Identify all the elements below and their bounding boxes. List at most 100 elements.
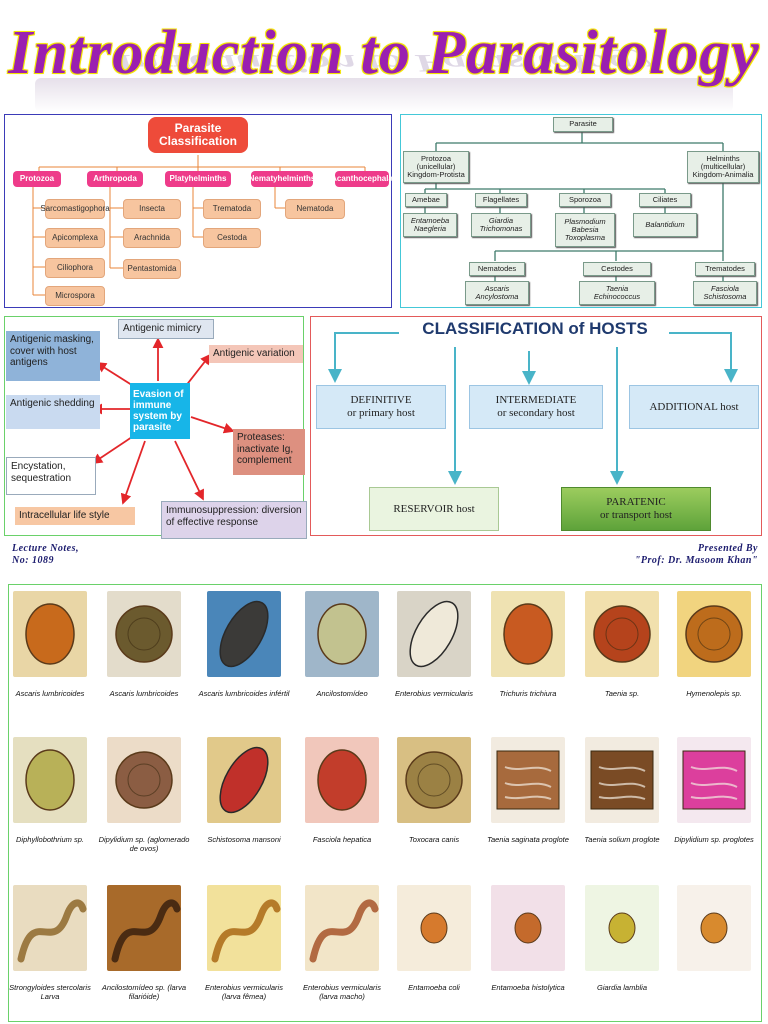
taxonomy-tree-panel: Parasite Protozoa (unicellular) Kingdom-…	[400, 114, 762, 308]
specimen-image	[107, 737, 181, 823]
specimen-drawing	[590, 750, 654, 810]
protozoa-item: Microspora	[45, 286, 105, 306]
immune-evasion-panel: Evasion of immune system by parasite Ant…	[4, 316, 307, 539]
tree-helminth-example: Fasciola Schistosoma	[693, 281, 757, 305]
host-paratenic: PARATENIC or transport host	[561, 487, 711, 531]
specimen-caption: Taenia sp.	[604, 689, 640, 698]
tree-helminths: Helminths (multicellular) Kingdom-Animal…	[687, 151, 759, 183]
tree-helminth-nematodes: Nematodes	[469, 262, 525, 276]
specimen-image	[585, 885, 659, 971]
tree-helminth-cestodes: Cestodes	[583, 262, 651, 276]
specimen-image	[13, 591, 87, 677]
protozoa-item: Sarcomastigophora	[40, 199, 110, 219]
specimen-drawing	[685, 605, 743, 663]
title-banner: Introduction to Parasitology Introductio…	[0, 0, 768, 112]
specimen-caption: Ancilostomídeo sp. (larva filarióide)	[101, 983, 187, 1001]
specimen-caption: Hymenolepis sp.	[686, 689, 742, 698]
specimen-caption: Giardia lamblia	[596, 983, 648, 992]
platy-item: Cestoda	[203, 228, 261, 248]
specimen-drawing	[514, 912, 542, 944]
specimen-drawing	[593, 605, 651, 663]
specimen-image	[207, 591, 281, 677]
specimen-caption: Dipylidium sp. (aglomerado de ovos)	[98, 835, 190, 853]
evasion-proteases: Proteases: inactivate Ig, complement	[233, 429, 305, 475]
host-intermediate: INTERMEDIATE or secondary host	[469, 385, 603, 429]
specimen-image	[207, 885, 281, 971]
evasion-antigenic-variation: Antigenic variation	[209, 345, 303, 363]
title-shadow-band	[35, 78, 733, 112]
specimen-image	[491, 885, 565, 971]
specimen-caption: Fasciola hepatica	[312, 835, 372, 844]
evasion-encystation: Encystation, sequestration	[6, 457, 96, 495]
specimen-drawing	[700, 912, 728, 944]
group-protozoa: Protozoa	[13, 171, 61, 187]
specimen-image	[207, 737, 281, 823]
group-acanthocephala: Acanthocephala	[331, 171, 393, 187]
specimen-drawing	[219, 600, 269, 668]
specimen-image	[305, 885, 379, 971]
specimen-image	[677, 591, 751, 677]
specimen-drawing	[503, 603, 553, 665]
specimen-gallery: Ascaris lumbricoides Ascaris lumbricoides…	[8, 584, 762, 1022]
specimen-drawing	[420, 912, 448, 944]
classification-root: Parasite Classification	[148, 117, 248, 153]
specimen-drawing	[317, 749, 367, 811]
tree-class-amebae: Amebae	[405, 193, 447, 207]
host-reservoir: RESERVOIR host	[369, 487, 499, 531]
tree-connectors	[424, 131, 724, 281]
tree-example-sporozoa: Plasmodium Babesia Toxoplasma	[555, 213, 615, 247]
tree-protozoa: Protozoa (unicellular) Kingdom-Protista	[403, 151, 469, 183]
specimen-drawing	[111, 899, 181, 963]
tree-class-sporozoa: Sporozoa	[559, 193, 611, 207]
specimen-caption: Schistosoma mansoni	[207, 835, 281, 844]
protozoa-item: Apicomplexa	[45, 228, 105, 248]
specimen-caption: Enterobius vermicularis (larva fêmea)	[205, 983, 283, 1001]
evasion-center: Evasion of immune system by parasite	[130, 383, 190, 439]
page-title: Introduction to Parasitology	[8, 19, 760, 87]
tree-example-amebae: Entamoeba Naegleria	[403, 213, 457, 237]
specimen-caption: Enterobius vermicularis (larva macho)	[303, 983, 381, 1001]
specimen-image	[107, 591, 181, 677]
specimen-image	[305, 737, 379, 823]
evasion-immunosuppression: Immunosuppression: diversion of effectiv…	[161, 501, 307, 539]
host-definitive: DEFINITIVE or primary host	[316, 385, 446, 429]
tree-class-flagellates: Flagellates	[475, 193, 527, 207]
tree-root: Parasite	[553, 117, 613, 132]
tree-helminth-example: Taenia Echinococcus	[579, 281, 655, 305]
evasion-antigenic-masking: Antigenic masking, cover with host antig…	[6, 331, 100, 381]
tree-helminth-trematodes: Trematodes	[695, 262, 755, 276]
host-additional: ADDITIONAL host	[629, 385, 759, 429]
specimen-drawing	[219, 746, 269, 814]
specimen-caption: Diphyllobothrium sp.	[16, 835, 84, 844]
specimen-caption: Ascaris lumbricoides	[15, 689, 85, 698]
specimen-drawing	[309, 899, 379, 963]
specimen-image	[585, 591, 659, 677]
specimen-drawing	[405, 751, 463, 809]
specimen-caption: Ascaris lumbricoides	[109, 689, 179, 698]
evasion-arrows	[91, 337, 235, 505]
specimen-drawing	[682, 750, 746, 810]
group-arthropoda: Arthropoda	[87, 171, 143, 187]
tree-class-ciliates: Ciliates	[639, 193, 691, 207]
specimen-image	[107, 885, 181, 971]
specimen-caption: Entamoeba histolytica	[491, 983, 565, 992]
arthropoda-item: Arachnida	[123, 228, 181, 248]
arthropoda-item: Pentastomida	[123, 259, 181, 279]
specimen-drawing	[317, 603, 367, 665]
platy-item: Trematoda	[203, 199, 261, 219]
arthropoda-item: Insecta	[123, 199, 181, 219]
specimen-drawing	[115, 751, 173, 809]
specimen-image	[585, 737, 659, 823]
group-platyhelminths: Platyhelminths	[165, 171, 231, 187]
specimen-image	[677, 885, 751, 971]
specimen-drawing	[25, 603, 75, 665]
specimen-drawing	[115, 605, 173, 663]
specimen-drawing	[17, 899, 87, 963]
specimen-image	[13, 885, 87, 971]
specimen-drawing	[211, 899, 281, 963]
evasion-intracellular: Intracellular life style	[15, 507, 135, 525]
evasion-antigenic-mimicry: Antigenic mimicry	[118, 319, 214, 339]
specimen-image	[397, 885, 471, 971]
presenter: Presented By "Prof: Dr. Masoom Khan"	[634, 543, 758, 566]
specimen-image	[491, 737, 565, 823]
